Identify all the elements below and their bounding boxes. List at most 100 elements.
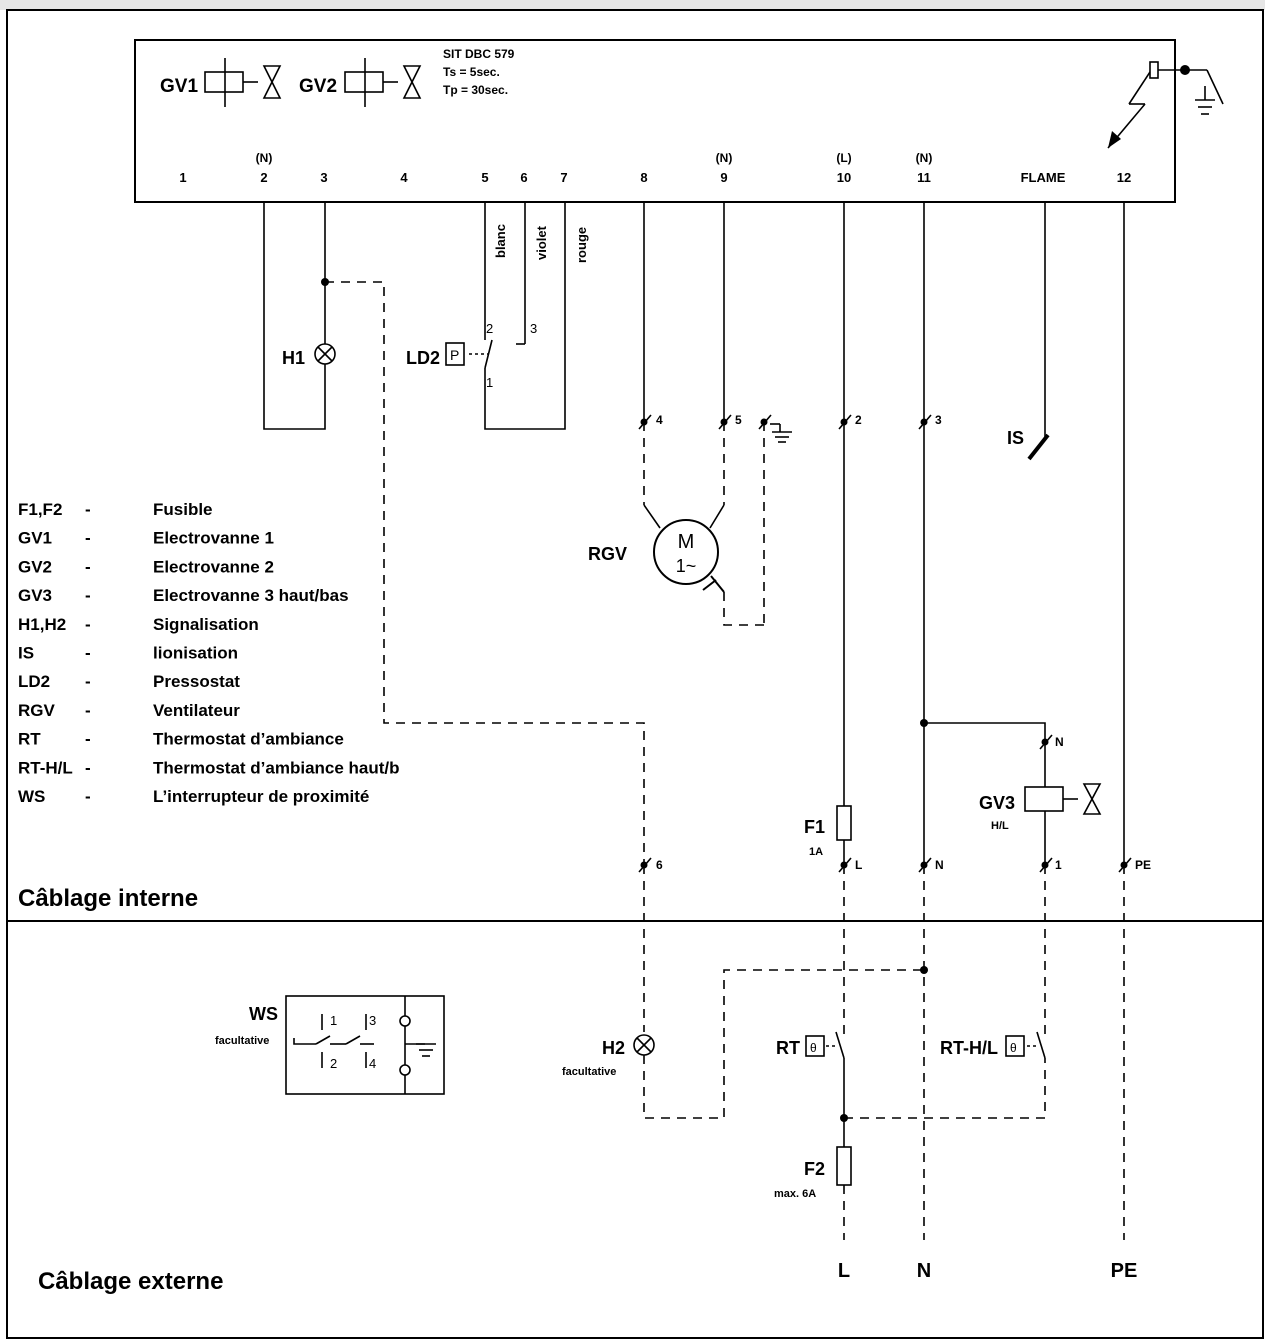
connector-tick — [918, 414, 932, 430]
terminal-3: 3 — [320, 170, 327, 185]
connector-tick — [718, 414, 732, 430]
rt-label: RT — [776, 1038, 800, 1058]
terminal-5: 5 — [481, 170, 488, 185]
legend-code: F1,F2 — [18, 500, 62, 519]
ld2-contact-3: 3 — [530, 321, 537, 336]
conn-6: 6 — [656, 858, 663, 872]
ws-contact-2: 2 — [330, 1056, 337, 1071]
conn-1: 1 — [1055, 858, 1062, 872]
rgv-label: RGV — [588, 544, 627, 564]
ld2-contact-1: 1 — [486, 375, 493, 390]
terminal-4: 4 — [400, 170, 408, 185]
ws-contact-3: 3 — [369, 1013, 376, 1028]
ground-icon — [1195, 86, 1215, 115]
legend-dash: - — [85, 586, 91, 605]
conn-n2: N — [935, 858, 944, 872]
terminal-13: 12 — [1117, 170, 1131, 185]
terminal-2: 2 — [260, 170, 267, 185]
svg-text:θ: θ — [810, 1041, 817, 1055]
legend-dash: - — [85, 730, 91, 749]
f1-rating: 1A — [809, 846, 823, 858]
legend-code: RT — [18, 730, 41, 749]
legend-code: RGV — [18, 701, 56, 720]
terminal-10: 10 — [837, 170, 851, 185]
terminal-sub-11: (N) — [916, 151, 933, 165]
legend-desc: Electrovanne 2 — [153, 557, 274, 576]
rthl-label: RT-H/L — [940, 1038, 998, 1058]
device-model: SIT DBC 579 — [443, 47, 515, 61]
legend-desc: Pressostat — [153, 672, 240, 691]
legend-dash: - — [85, 615, 91, 634]
gv1-label: GV1 — [160, 76, 198, 97]
terminal-sub-10: (L) — [836, 151, 851, 165]
h2-label: H2 — [602, 1038, 625, 1058]
is-label: IS — [1007, 428, 1024, 448]
gv2-label: GV2 — [299, 76, 337, 97]
conn-5: 5 — [735, 413, 742, 427]
connector-tick — [1039, 734, 1053, 750]
connector-tick — [838, 414, 852, 430]
wire-violet: violet — [534, 225, 549, 260]
conn-2: 2 — [855, 413, 862, 427]
legend-dash: - — [85, 701, 91, 720]
legend-desc: Electrovanne 3 haut/bas — [153, 586, 349, 605]
motor-m: M — [678, 531, 695, 553]
legend-code: IS — [18, 644, 34, 663]
ws-label: WS — [249, 1004, 278, 1024]
top-strip — [0, 0, 1265, 10]
h2-sub: facultative — [562, 1066, 616, 1078]
legend-code: GV1 — [18, 529, 52, 548]
outer-frame — [6, 9, 1264, 1339]
legend-code: GV2 — [18, 557, 52, 576]
legend-code: RT-H/L — [18, 758, 73, 777]
section-internal: Câblage interne — [18, 885, 198, 912]
ld2-label: LD2 — [406, 348, 440, 368]
gv3-label: GV3 — [979, 793, 1015, 813]
connector-tick — [1118, 857, 1132, 873]
device-ts: Ts = 5sec. — [443, 65, 500, 79]
ld2-p: P — [450, 347, 459, 363]
gv1-symbol: GV1 — [160, 58, 282, 107]
connector-tick — [638, 414, 652, 430]
section-external: Câblage externe — [38, 1268, 223, 1295]
ld2-contact-2: 2 — [486, 321, 493, 336]
ws-contact-4: 4 — [369, 1056, 376, 1071]
terminal-11: 11 — [917, 170, 931, 185]
conn-pe: PE — [1135, 858, 1151, 872]
legend-dash: - — [85, 672, 91, 691]
legend-code: GV3 — [18, 586, 52, 605]
legend-code: H1,H2 — [18, 615, 66, 634]
connector-tick — [1039, 857, 1053, 873]
connector-markers: 4 5 2 3 N 6 L N 1 PE — [638, 413, 1151, 873]
ws-switch: WS facultative 1 2 3 4 — [215, 995, 445, 1095]
control-box — [134, 39, 1176, 203]
wire-blanc: blanc — [493, 224, 508, 258]
external-wiring: H2 facultative θ RT θ RT-H/L F2 max. 6A … — [562, 865, 1137, 1282]
terminal-sub-9: (N) — [716, 151, 733, 165]
internal-wiring: H1 P LD2 2 3 1 blanc violet rouge M 1~ — [263, 202, 1125, 865]
legend-desc: Ventilateur — [153, 701, 240, 720]
f2-label: F2 — [804, 1159, 825, 1179]
legend-desc: L’interrupteur de proximité — [153, 787, 369, 806]
legend-dash: - — [85, 644, 91, 663]
legend-code: LD2 — [18, 672, 50, 691]
legend-dash: - — [85, 500, 91, 519]
legend-desc: lionisation — [153, 644, 238, 663]
legend-desc: Signalisation — [153, 615, 259, 634]
terminal-9: 9 — [720, 170, 727, 185]
wire-rouge: rouge — [574, 227, 589, 263]
device-tp: Tp = 30sec. — [443, 83, 508, 97]
terminal-12: FLAME — [1021, 170, 1066, 185]
ignition-electrode-icon — [1107, 61, 1224, 149]
terminal-sub-2: (N) — [256, 151, 273, 165]
f2-rating: max. 6A — [774, 1188, 816, 1200]
conn-l: L — [855, 858, 862, 872]
connector-tick — [838, 857, 852, 873]
h1-label: H1 — [282, 348, 305, 368]
legend-dash: - — [85, 758, 91, 777]
legend-desc: Fusible — [153, 500, 213, 519]
